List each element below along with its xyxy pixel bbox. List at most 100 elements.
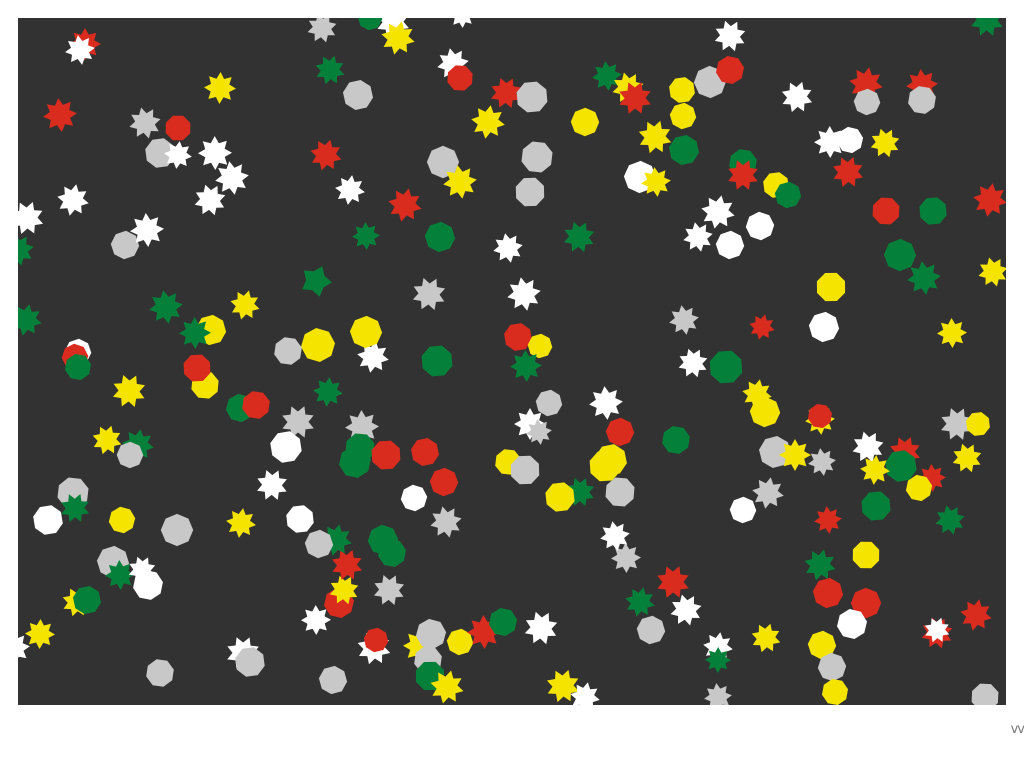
gray-star-confetti — [412, 277, 446, 311]
green-star-confetti — [625, 587, 655, 617]
red-octagon-confetti — [605, 417, 635, 447]
white-star-confetti — [814, 126, 846, 158]
gray-octagon-confetti — [636, 615, 666, 645]
green-octagon-confetti — [709, 350, 743, 384]
green-star-confetti — [315, 55, 345, 85]
red-octagon-confetti — [808, 404, 832, 428]
yellow-star-confetti — [230, 290, 260, 320]
gray-octagon-confetti — [908, 86, 936, 114]
gray-octagon-confetti — [145, 138, 175, 168]
red-star-confetti — [833, 157, 863, 187]
white-star-confetti — [781, 81, 813, 113]
green-octagon-confetti — [883, 238, 917, 272]
green-octagon-confetti — [65, 354, 91, 380]
red-star-confetti — [973, 183, 1006, 217]
red-star-confetti — [749, 314, 775, 340]
confetti-canvas — [18, 18, 1006, 705]
red-octagon-confetti — [716, 56, 744, 84]
yellow-octagon-confetti — [816, 272, 846, 302]
white-star-confetti — [683, 222, 713, 252]
gray-octagon-confetti — [971, 683, 999, 705]
yellow-star-confetti — [204, 72, 236, 104]
white-star-confetti — [65, 35, 95, 65]
gray-octagon-confetti — [510, 455, 540, 485]
gray-star-confetti — [704, 683, 732, 705]
yellow-octagon-confetti — [446, 628, 474, 656]
red-octagon-confetti — [363, 627, 389, 653]
yellow-octagon-confetti — [545, 482, 575, 512]
gray-star-confetti — [526, 419, 552, 445]
gray-octagon-confetti — [235, 647, 265, 677]
green-star-confetti — [510, 350, 542, 382]
gray-star-confetti — [808, 448, 836, 476]
white-star-confetti — [678, 348, 708, 378]
gray-octagon-confetti — [759, 436, 791, 468]
yellow-star-confetti — [860, 455, 890, 485]
green-octagon-confetti — [73, 586, 101, 614]
green-star-confetti — [18, 236, 34, 266]
white-octagon-confetti — [400, 484, 428, 512]
yellow-octagon-confetti — [570, 107, 600, 137]
yellow-star-confetti — [779, 439, 811, 471]
yellow-octagon-confetti — [108, 506, 136, 534]
yellow-star-confetti — [471, 105, 505, 139]
yellow-star-confetti — [92, 425, 122, 455]
green-star-confetti — [971, 18, 1003, 36]
yellow-star-confetti — [641, 167, 671, 197]
red-octagon-confetti — [371, 440, 401, 470]
white-octagon-confetti — [715, 230, 745, 260]
gray-octagon-confetti — [521, 141, 553, 173]
yellow-star-confetti — [870, 128, 900, 158]
red-octagon-confetti — [429, 467, 459, 497]
white-star-confetti — [128, 556, 156, 584]
red-octagon-confetti — [504, 323, 532, 351]
green-octagon-confetti — [861, 491, 891, 521]
gray-octagon-confetti — [160, 513, 194, 547]
yellow-star-confetti — [25, 619, 55, 649]
green-star-confetti — [18, 304, 42, 336]
green-octagon-confetti — [421, 345, 453, 377]
white-star-confetti — [215, 161, 249, 195]
white-star-confetti — [130, 213, 164, 247]
white-octagon-confetti — [270, 431, 302, 463]
white-star-confetti — [357, 341, 389, 373]
yellow-star-confetti — [952, 443, 982, 473]
red-star-confetti — [960, 599, 992, 631]
yellow-octagon-confetti — [527, 333, 553, 359]
white-star-confetti — [524, 611, 558, 645]
gray-octagon-confetti — [426, 145, 460, 179]
gray-star-confetti — [611, 543, 641, 573]
gray-octagon-confetti — [853, 88, 881, 116]
red-star-confetti — [657, 566, 689, 598]
red-star-confetti — [332, 550, 362, 580]
gray-octagon-confetti — [116, 441, 144, 469]
white-star-confetti — [600, 521, 630, 551]
white-star-confetti — [301, 605, 331, 635]
green-octagon-confetti — [774, 181, 802, 209]
yellow-octagon-confetti — [669, 77, 695, 103]
white-star-confetti — [194, 184, 226, 216]
gray-octagon-confetti — [146, 659, 174, 687]
yellow-star-confetti — [978, 257, 1006, 287]
green-star-confetti — [149, 290, 183, 324]
gray-octagon-confetti — [515, 177, 545, 207]
white-octagon-confetti — [745, 211, 775, 241]
confetti-scene — [18, 18, 1006, 705]
white-star-confetti — [670, 594, 702, 626]
yellow-star-confetti — [638, 120, 672, 154]
yellow-star-confetti — [443, 165, 477, 199]
white-star-confetti — [18, 635, 30, 659]
yellow-octagon-confetti — [966, 412, 990, 436]
gray-octagon-confetti — [318, 665, 348, 695]
green-star-confetti — [105, 560, 135, 590]
yellow-octagon-confetti — [807, 630, 837, 660]
green-star-confetti — [179, 317, 211, 349]
green-star-confetti — [705, 647, 731, 673]
gray-octagon-confetti — [415, 618, 447, 650]
yellow-star-confetti — [430, 670, 464, 704]
gray-octagon-confetti — [110, 230, 140, 260]
yellow-star-confetti — [751, 623, 781, 653]
green-star-confetti — [592, 61, 622, 91]
green-octagon-confetti — [669, 135, 699, 165]
yellow-octagon-confetti — [749, 396, 781, 428]
